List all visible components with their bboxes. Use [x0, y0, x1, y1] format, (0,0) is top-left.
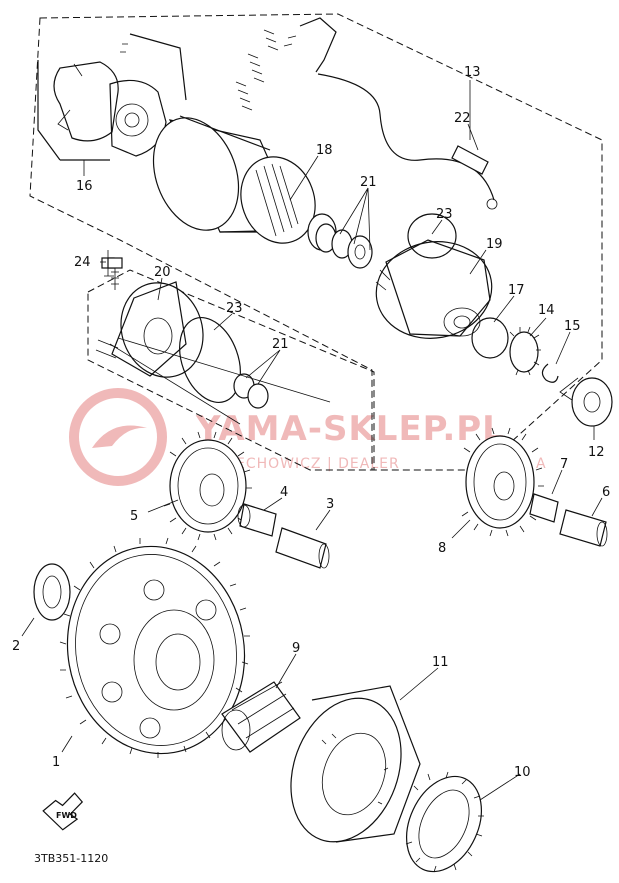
callout-1: 1	[52, 755, 60, 770]
diagram-code: 3TB351-1120	[34, 852, 108, 865]
part-needle-bearing-small	[237, 503, 277, 537]
callout-8: 8	[438, 541, 446, 556]
callout-6: 6	[602, 485, 610, 500]
callout-19: 19	[486, 237, 503, 252]
fwd-arrow-icon: FWD	[42, 792, 84, 831]
callout-3: 3	[326, 497, 334, 512]
part-washer-large	[33, 563, 71, 621]
leader-lines	[21, 80, 603, 801]
watermark-subtitle-tail: A	[536, 456, 547, 472]
part-washers-upper	[315, 223, 373, 269]
part-pinion-gear	[509, 326, 541, 376]
callout-12: 12	[588, 445, 605, 460]
watermark-subtitle: ECHOWICZ | DEALER	[236, 456, 400, 472]
callout-16: 16	[76, 179, 93, 194]
part-shaft	[275, 527, 330, 569]
part-brush-holder	[37, 33, 187, 161]
part-washer-lower-b	[247, 383, 269, 409]
callout-5: 5	[130, 509, 138, 524]
part-o-ring-front	[179, 316, 241, 404]
part-shaft-right	[559, 509, 608, 547]
callout-2: 2	[12, 639, 20, 654]
part-circlip	[541, 363, 559, 383]
callout-4: 4	[280, 485, 288, 500]
callout-22: 22	[454, 111, 471, 126]
callout-15: 15	[564, 319, 581, 334]
callout-7: 7	[560, 457, 568, 472]
part-needle-bearing-right	[529, 493, 559, 523]
part-lead-wire	[283, 17, 498, 210]
watermark-brand: YAMA-SKLEP.PL	[195, 409, 505, 449]
part-long-bolts	[109, 337, 331, 425]
part-one-way-clutch	[405, 771, 484, 873]
part-needle-bearing-large	[221, 681, 301, 753]
callout-17: 17	[508, 283, 525, 298]
part-end-cover	[375, 239, 493, 339]
callout-23-lower: 23	[226, 301, 243, 316]
part-bolt	[107, 257, 123, 290]
part-idler-gear-right	[461, 427, 544, 537]
watermark: YAMA-SKLEP.PL ECHOWICZ | DEALER A	[69, 388, 547, 486]
part-starter-motor	[152, 29, 337, 251]
part-clutch-housing	[290, 685, 421, 843]
watermark-logo-icon	[69, 388, 167, 486]
inner-assembly-outline	[87, 269, 375, 471]
part-idler-gear	[163, 431, 252, 541]
callout-21-upper: 21	[360, 175, 377, 190]
callout-24: 24	[74, 255, 91, 270]
callout-18: 18	[316, 143, 333, 158]
callout-10: 10	[514, 765, 531, 780]
callout-14: 14	[538, 303, 555, 318]
callout-11: 11	[432, 655, 449, 670]
part-o-ring-rear	[407, 213, 457, 259]
callout-20: 20	[154, 265, 171, 280]
callout-13: 13	[464, 65, 481, 80]
fwd-label: FWD	[56, 811, 77, 820]
part-starter-wheel-gear	[59, 537, 250, 758]
part-o-ring	[471, 317, 509, 359]
callout-numbers: 1 2 3 4 5 6 7 8 9 10 11 12 13 14 15 16 1…	[12, 65, 610, 780]
starter-assembly-outline	[29, 13, 603, 471]
callout-23-upper: 23	[436, 207, 453, 222]
part-bearing	[559, 377, 613, 427]
watermark-logo-swirl	[92, 425, 147, 448]
callout-9: 9	[292, 641, 300, 656]
callout-21-lower: 21	[272, 337, 289, 352]
